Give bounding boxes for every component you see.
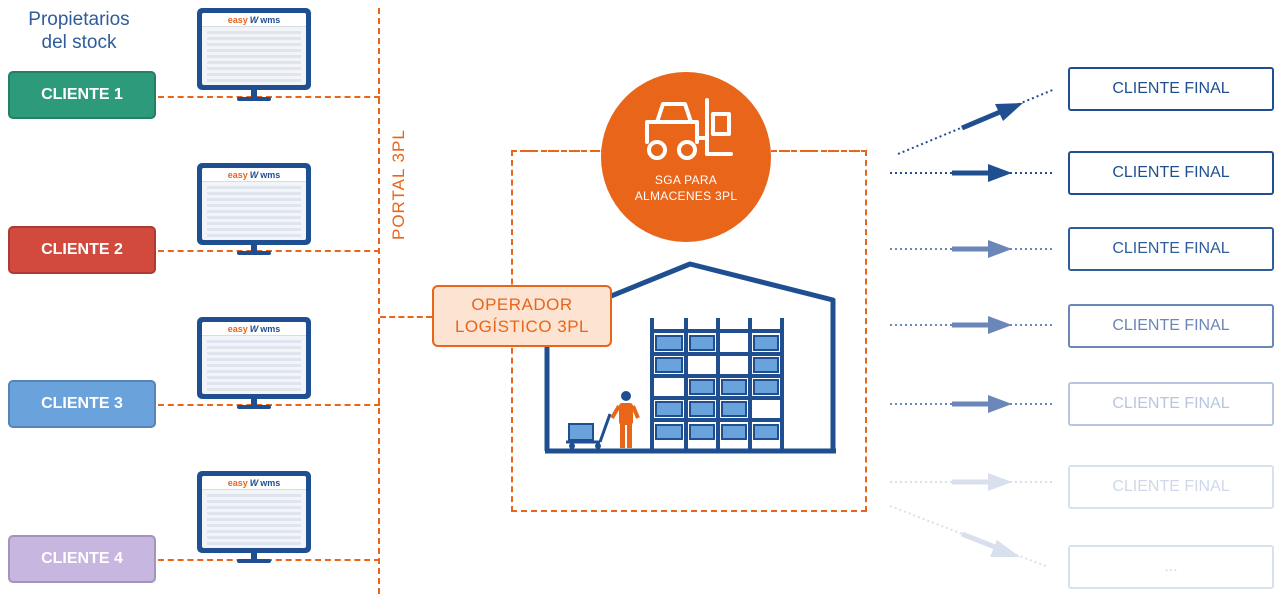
forklift-icon <box>645 98 733 160</box>
outbound-arrow-2 <box>890 164 1052 182</box>
final-client-box-2[interactable]: CLIENTE FINAL <box>1068 151 1274 195</box>
screen-table-rows <box>207 186 301 238</box>
client-label: CLIENTE 2 <box>41 241 123 258</box>
final-client-label: CLIENTE FINAL <box>1112 164 1230 181</box>
logo-mark: W <box>249 477 259 488</box>
final-client-box-1[interactable]: CLIENTE FINAL <box>1068 67 1274 111</box>
monitor-stand <box>251 399 257 408</box>
final-client-box-6[interactable]: CLIENTE FINAL <box>1068 465 1274 509</box>
screen-table-rows <box>207 340 301 392</box>
shelving-icon <box>650 318 784 451</box>
client-label: CLIENTE 1 <box>41 86 123 103</box>
client-box-2[interactable]: CLIENTE 2 <box>8 226 156 274</box>
outbound-arrow-3 <box>890 240 1052 258</box>
sga-label-line1: SGA PARA <box>654 173 718 187</box>
final-client-label: CLIENTE FINAL <box>1112 317 1230 334</box>
monitor-base <box>237 405 271 409</box>
stock-owners-title-line1: Propietarios <box>28 9 130 30</box>
final-client-box-3[interactable]: CLIENTE FINAL <box>1068 227 1274 271</box>
client-label: CLIENTE 3 <box>41 395 123 412</box>
worker-icon <box>610 391 640 448</box>
monitor-base <box>237 97 271 101</box>
final-client-box-4[interactable]: CLIENTE FINAL <box>1068 304 1274 348</box>
final-client-label: ... <box>1164 558 1178 575</box>
monitor-stand <box>251 553 257 562</box>
portal-operator-connector <box>380 316 432 318</box>
outbound-arrow-7 <box>889 505 1049 568</box>
stock-owners-title-line2: del stock <box>41 32 117 53</box>
pallet-jack-icon <box>566 413 612 449</box>
logo-wms-text: wms <box>260 477 281 488</box>
shelf-boxes <box>655 335 779 440</box>
client-box-3[interactable]: CLIENTE 3 <box>8 380 156 428</box>
logo-mark: W <box>249 169 259 180</box>
sga-label-line2: ALMACENES 3PL <box>634 189 738 203</box>
logo-wms-text: wms <box>260 169 281 180</box>
stock-owners-title: Propietarios del stock <box>14 8 144 54</box>
operator-label-line2: LOGÍSTICO 3PL <box>454 317 590 336</box>
logo-easy-text: easy <box>227 14 248 25</box>
screen-table-rows <box>207 494 301 546</box>
monitor-stand <box>251 245 257 254</box>
final-client-label: CLIENTE FINAL <box>1112 240 1230 257</box>
logo-mark: W <box>249 14 259 25</box>
client-box-4[interactable]: CLIENTE 4 <box>8 535 156 583</box>
logo-wms-text: wms <box>260 14 281 25</box>
monitor-stand <box>251 90 257 99</box>
portal-3pl-line <box>378 8 380 594</box>
outbound-arrow-4 <box>890 316 1052 334</box>
outbound-arrow-5 <box>890 395 1052 413</box>
sga-label: SGA PARA ALMACENES 3PL <box>635 172 738 204</box>
logo-wms-text: wms <box>260 323 281 334</box>
warehouse-icon <box>544 261 836 454</box>
logo-easy-text: easy <box>227 477 248 488</box>
operator-3pl-label: OPERADOR LOGÍSTICO 3PL <box>432 285 612 347</box>
logo-easy-text: easy <box>227 169 248 180</box>
final-client-label: CLIENTE FINAL <box>1112 478 1230 495</box>
outbound-arrow-1 <box>897 88 1056 155</box>
final-client-box-5[interactable]: CLIENTE FINAL <box>1068 382 1274 426</box>
operator-label-line1: OPERADOR <box>471 295 573 314</box>
final-client-label: CLIENTE FINAL <box>1112 80 1230 97</box>
final-client-box-more[interactable]: ... <box>1068 545 1274 589</box>
logo-easy-text: easy <box>227 323 248 334</box>
monitor-base <box>237 559 271 563</box>
outbound-arrow-6 <box>890 473 1052 491</box>
logo-mark: W <box>249 323 259 334</box>
sga-3pl-badge: SGA PARA ALMACENES 3PL <box>601 72 771 242</box>
monitor-base <box>237 251 271 255</box>
client-box-1[interactable]: CLIENTE 1 <box>8 71 156 119</box>
client-label: CLIENTE 4 <box>41 550 123 567</box>
final-client-label: CLIENTE FINAL <box>1112 395 1230 412</box>
screen-table-rows <box>207 31 301 83</box>
